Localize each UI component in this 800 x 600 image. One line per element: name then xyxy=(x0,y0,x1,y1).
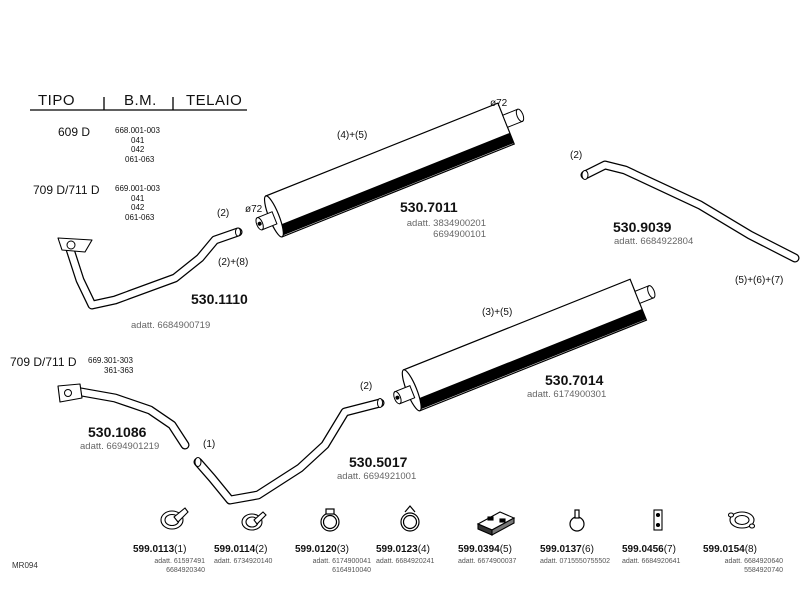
part-number-530-1086: 530.1086 xyxy=(88,424,147,440)
component-599-0394: 599.0394(5) adatt. 6674900037 xyxy=(458,544,517,566)
model-609d: 609 D xyxy=(58,125,91,139)
component-599-0456: 599.0456(7) adatt. 6684920641 xyxy=(622,544,681,566)
table-header-telaio: TELAIO xyxy=(186,92,243,109)
adatt-530-1086: adatt. 6694901219 xyxy=(80,441,160,452)
table-header-bm: B.M. xyxy=(124,92,157,109)
connect-top-530-5017: (2) xyxy=(360,381,373,392)
part-number-530-7014: 530.7014 xyxy=(545,372,604,388)
clamp-ring-icon xyxy=(320,508,340,532)
model-709d-711d: 709 D/711 D xyxy=(33,183,100,197)
adatt-530-5017: adatt. 6694921001 xyxy=(337,471,417,482)
connect-mid-530-1110: (2)+(8) xyxy=(218,257,249,268)
pipe-530-1110 xyxy=(57,227,243,310)
adatt-530-9039: adatt. 6684922804 xyxy=(614,236,694,247)
muffler-530-7014 xyxy=(393,278,656,412)
lower-model: 709 D/711 D xyxy=(10,355,77,369)
model-609d-codes: 668.001-003 041 042 061-063 xyxy=(115,126,160,164)
clamp-band-icon xyxy=(241,511,267,531)
bracket-icon xyxy=(653,509,663,531)
clamp-band-icon xyxy=(160,507,189,530)
lower-model-codes: 669.301-303 361-363 xyxy=(88,356,134,375)
hanger-ring-icon xyxy=(569,509,585,532)
part-number-530-5017: 530.5017 xyxy=(349,454,408,470)
connect-bottom-530-9039: (5)+(6)+(7) xyxy=(735,275,784,286)
pipe-530-9039 xyxy=(580,160,800,263)
pipe-530-5017 xyxy=(193,398,385,505)
table-header-lines xyxy=(30,97,247,111)
adatt-530-7014: adatt. 6174900301 xyxy=(527,389,607,400)
rubber-mount-icon xyxy=(476,511,516,536)
connect-530-7011: (4)+(5) xyxy=(337,130,368,141)
connect-530-7014: (3)+(5) xyxy=(482,307,513,318)
clamp-ring-icon xyxy=(400,505,420,532)
part-number-530-7011: 530.7011 xyxy=(400,199,458,215)
connect-top-530-1110: (2) xyxy=(217,208,230,219)
connect-left-530-5017: (1) xyxy=(203,439,216,450)
part-number-530-1110: 530.1110 xyxy=(191,291,248,307)
component-599-0123: 599.0123(4) adatt. 6684920241 xyxy=(376,544,435,566)
model-709d-711d-codes: 669.001-003 041 042 061-063 xyxy=(115,184,160,222)
footer-code: MR094 xyxy=(12,561,38,570)
muffler-530-7011 xyxy=(255,102,525,238)
adatt-530-1110: adatt. 6684900719 xyxy=(131,320,211,331)
adatt-530-7011: adatt. 3834900201 6694900101 xyxy=(406,218,486,240)
component-599-0114: 599.0114(2) adatt. 6734920140 xyxy=(214,544,273,566)
diameter-right-530-7011: ø72 xyxy=(490,98,508,109)
flange-gasket-icon xyxy=(727,511,756,529)
part-number-530-9039: 530.9039 xyxy=(613,219,672,235)
connect-top-530-9039: (2) xyxy=(570,150,583,161)
diameter-left-530-7011: ø72 xyxy=(245,204,263,215)
component-599-0137: 599.0137(6) adatt. 0715550755502 xyxy=(540,544,611,566)
pipe-530-1086 xyxy=(57,383,190,450)
table-header-tipo: TIPO xyxy=(38,92,76,109)
